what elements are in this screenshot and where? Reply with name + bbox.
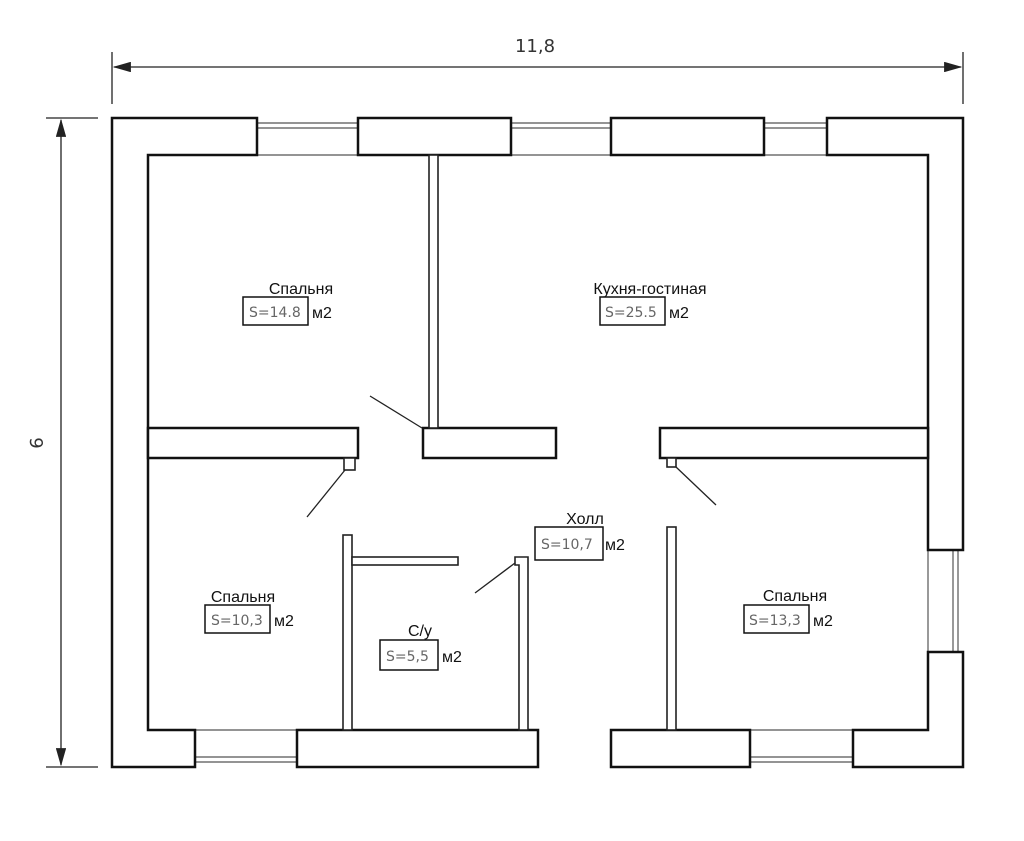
door-swing <box>474 562 516 594</box>
room-area: S=10,7 <box>541 537 593 553</box>
window <box>927 550 959 652</box>
room-name: Кухня-гостиная <box>593 281 706 298</box>
width-dimension: 11,8 <box>111 36 964 104</box>
width-label: 11,8 <box>515 36 555 57</box>
room-area: S=10,3 <box>211 613 263 629</box>
room-name: Спальня <box>763 588 827 605</box>
room-area: S=5,5 <box>386 649 429 665</box>
room-unit: м2 <box>813 613 833 630</box>
room-kitchen-living: Кухня-гостиная S=25.5 м2 <box>593 281 707 326</box>
exterior-walls <box>110 116 965 769</box>
room-name: Спальня <box>211 589 275 606</box>
room-bedroom-2: Спальня S=10,3 м2 <box>204 589 294 634</box>
window <box>195 729 297 763</box>
room-unit: м2 <box>312 305 332 322</box>
interior-walls <box>146 154 930 731</box>
room-unit: м2 <box>274 613 294 630</box>
door-swing <box>675 466 717 506</box>
room-bedroom-1: Спальня S=14.8 м2 <box>242 281 333 326</box>
room-unit: м2 <box>605 537 625 554</box>
window <box>511 122 611 156</box>
windows <box>195 122 959 763</box>
room-hall: Холл S=10,7 м2 <box>534 511 625 561</box>
room-bedroom-3: Спальня S=13,3 м2 <box>743 588 833 634</box>
room-area: S=14.8 <box>249 305 301 321</box>
room-area: S=13,3 <box>749 613 801 629</box>
room-name: Холл <box>566 511 604 528</box>
height-label: 9 <box>25 437 46 448</box>
room-name: С/у <box>408 623 432 640</box>
window <box>257 122 358 156</box>
door-swing <box>306 469 346 518</box>
doors <box>306 395 717 594</box>
window <box>750 729 853 763</box>
room-unit: м2 <box>669 305 689 322</box>
room-unit: м2 <box>442 649 462 666</box>
room-name: Спальня <box>269 281 333 298</box>
door-swing <box>369 395 423 429</box>
room-area: S=25.5 <box>605 305 657 321</box>
height-dimension: 9 <box>25 117 98 768</box>
room-bathroom: С/у S=5,5 м2 <box>379 623 462 671</box>
window <box>764 122 827 156</box>
